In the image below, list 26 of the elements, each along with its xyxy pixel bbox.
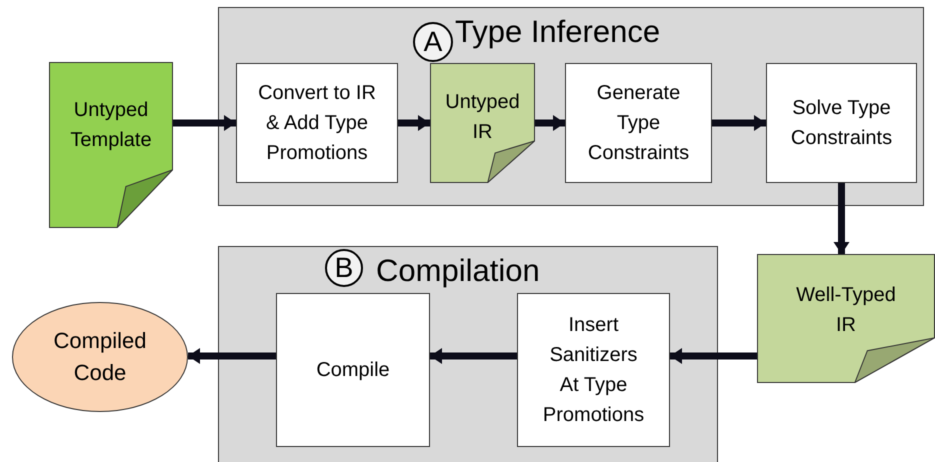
box-label: Generate Type Constraints: [586, 81, 690, 166]
box-label: Compile: [316, 358, 390, 383]
document-label: Untyped Template: [69, 98, 153, 154]
stage-panel: [218, 7, 924, 206]
box-label: Insert Sanitizers At Type Promotions: [542, 313, 646, 428]
arrow: [712, 115, 766, 131]
process-box: [766, 63, 917, 183]
process-box: [565, 63, 712, 183]
arrow: [173, 115, 236, 131]
process-box: [236, 63, 398, 183]
arrow: [430, 348, 517, 364]
document-label: Well-Typed IR: [795, 282, 897, 338]
document-label: Untyped IR: [444, 90, 521, 145]
process-box: [276, 293, 430, 447]
arrow: [188, 348, 276, 364]
arrow: [535, 115, 565, 131]
box-label: Convert to IR & Add Type Promotions: [257, 81, 377, 166]
arrow: [398, 115, 430, 131]
box-label: Solve Type Constraints: [790, 96, 892, 151]
arrow: [670, 348, 757, 364]
stage-panel: [218, 246, 718, 462]
stage-title: Compilation: [376, 253, 540, 288]
stage-title: Type Inference: [455, 14, 660, 49]
ellipse-label: Compiled Code: [52, 327, 148, 387]
arrow: [834, 183, 850, 254]
process-box: [517, 293, 670, 447]
